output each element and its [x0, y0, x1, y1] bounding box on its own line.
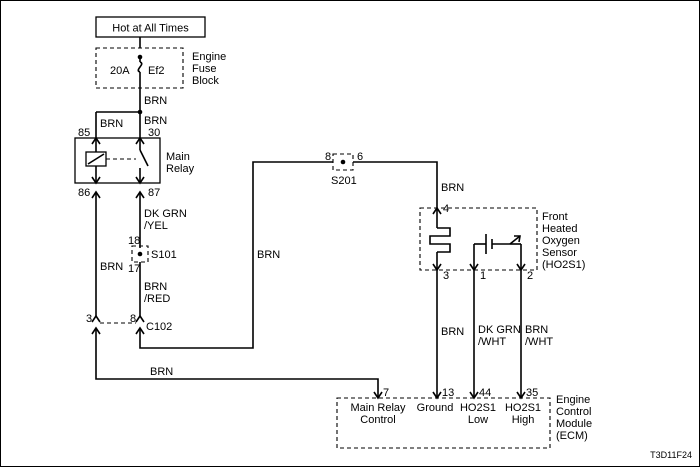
sensor-label-2: Heated: [542, 223, 577, 235]
figure-code: T3D11F24: [650, 450, 692, 460]
ecm-pin-35: 35: [526, 387, 538, 399]
relay-pin-86-arrow: [91, 176, 101, 185]
sensor-pin-2: 2: [527, 270, 533, 282]
relay-pin-86: 86: [78, 187, 90, 199]
relay-coil-diagonal: [87, 153, 105, 165]
wire-color-s101-line2: /RED: [144, 293, 170, 305]
s201-pin-6: 6: [357, 151, 363, 163]
sensor-label-5: (HO2S1): [542, 259, 585, 271]
s101-pin-top: 18: [128, 235, 140, 247]
ecm-label-3: Module: [556, 418, 592, 430]
c102-name: C102: [146, 321, 172, 333]
power-source-label: Hot at All Times: [112, 23, 189, 35]
relay-pin-85: 85: [78, 127, 90, 139]
fuse-block-label-1: Engine: [192, 51, 226, 63]
ecm-pin-7-arrow: [373, 391, 383, 400]
ecm-pin-13-arrow: [432, 391, 442, 400]
sensor-pin-1: 1: [480, 270, 486, 282]
ecm-label-2: Control: [556, 406, 591, 418]
s101-pin-bottom: 17: [128, 263, 140, 275]
wire-c102-to-ecm: [95, 328, 379, 398]
wire-color-relay-86: BRN: [100, 261, 123, 273]
wire-color-low-line1: DK GRN: [478, 324, 521, 336]
s201-pin-8: 8: [325, 151, 331, 163]
splice-s101-dot: [137, 251, 143, 257]
wire-color-low-line2: /WHT: [478, 336, 506, 348]
ecm-pin-7: 7: [383, 387, 389, 399]
ecm-pin-44-arrow: [469, 391, 479, 400]
fuse-block-label-2: Fuse: [192, 63, 216, 75]
splice-s201-dot: [340, 159, 346, 165]
c102-pin-8-arrow: [135, 314, 145, 323]
ecm-pin-35-arrow: [516, 391, 526, 400]
ecm-terminal-high-1: HO2S1: [505, 402, 541, 414]
oxygen-sensor-box: [419, 207, 538, 271]
relay-switch-blade: [139, 149, 149, 167]
ecm-box: [336, 397, 551, 449]
sensor-label-1: Front: [542, 211, 568, 223]
s101-name: S101: [151, 249, 177, 261]
wire-color-87-line1: DK GRN: [144, 208, 187, 220]
fuse-block-label-3: Block: [192, 75, 219, 87]
ecm-terminal-low-2: Low: [468, 414, 488, 426]
relay-pin-87: 87: [148, 187, 160, 199]
wire-color-ground: BRN: [441, 326, 464, 338]
main-relay-label-2: Relay: [166, 163, 195, 175]
c102-pin-8: 8: [130, 313, 136, 325]
main-relay-label-1: Main: [166, 151, 190, 163]
power-source-box: [95, 16, 206, 38]
wire-s201-to-sensor: [353, 161, 438, 208]
ecm-pin-13: 13: [442, 387, 454, 399]
ecm-terminal-ground: Ground: [417, 402, 454, 414]
wire-color-s101-line1: BRN: [144, 281, 167, 293]
ecm-label-4: (ECM): [556, 430, 588, 442]
wire-color-relay-85: BRN: [100, 118, 123, 130]
ecm-terminal-low-1: HO2S1: [460, 402, 496, 414]
wire-c102-to-s201: [139, 161, 333, 349]
wire-color-high-line1: BRN: [525, 324, 548, 336]
ecm-terminal-main-relay-2: Control: [360, 414, 395, 426]
fuse-id: Ef2: [148, 65, 165, 77]
fuse-element: [137, 61, 143, 73]
relay-pin-87-arrow: [135, 176, 145, 185]
ecm-pin-44: 44: [479, 387, 491, 399]
wire-color-sensor-feed: BRN: [441, 182, 464, 194]
wire-color-high-line2: /WHT: [525, 336, 553, 348]
wire-color-fuse-out: BRN: [144, 95, 167, 107]
ecm-terminal-high-2: High: [512, 414, 535, 426]
c102-pin-3-arrow: [91, 314, 101, 323]
sensor-cell-arrow: [509, 235, 521, 245]
main-relay-box: [74, 137, 161, 184]
sensor-heater-element: [429, 227, 451, 253]
c102-pin-3: 3: [86, 313, 92, 325]
sensor-label-4: Sensor: [542, 247, 577, 259]
s201-name: S201: [331, 175, 357, 187]
fuse-rating: 20A: [110, 65, 130, 77]
ecm-terminal-main-relay-1: Main Relay: [350, 402, 406, 414]
sensor-cell-arrow-head: [514, 235, 521, 243]
relay-pin-30: 30: [148, 127, 160, 139]
wire-color-bottom-run: BRN: [150, 366, 173, 378]
splice-s101-box: [131, 245, 149, 263]
sensor-pin-3: 3: [443, 270, 449, 282]
ecm-label-1: Engine: [556, 394, 590, 406]
sensor-pin-4: 4: [443, 203, 449, 215]
wire-color-long-run: BRN: [257, 249, 280, 261]
sensor-label-3: Oxygen: [542, 235, 580, 247]
wire-87-arrow-top: [135, 190, 145, 199]
wire-color-relay-30: BRN: [144, 115, 167, 127]
wire-color-87-line2: /YEL: [144, 220, 168, 232]
wire-86-arrow-top: [91, 190, 101, 199]
